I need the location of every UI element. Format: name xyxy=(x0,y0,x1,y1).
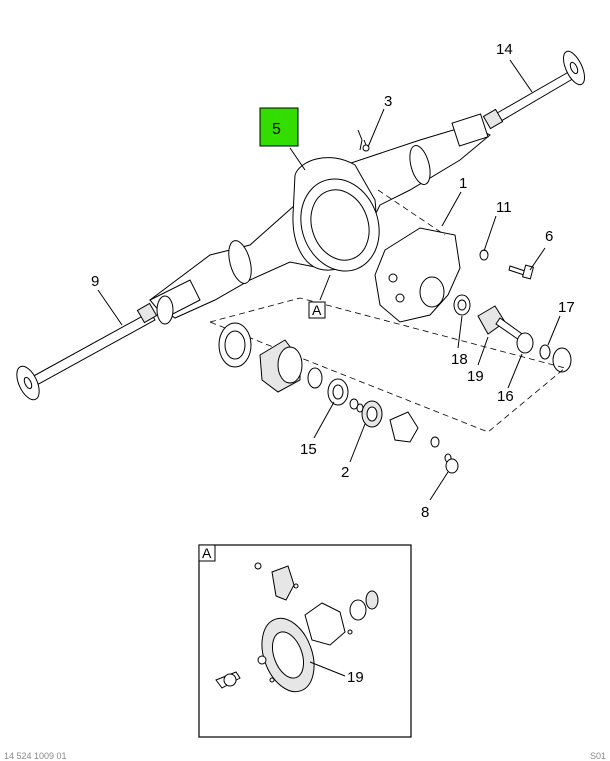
differential-carrier xyxy=(374,227,461,323)
detail-inset: A 19 xyxy=(198,544,412,738)
callout-16: 16 xyxy=(497,388,514,405)
pinion-bearing xyxy=(453,294,471,316)
alignment-line xyxy=(377,189,446,236)
bolt xyxy=(508,264,535,280)
left-axle-shaft xyxy=(16,302,158,401)
detail-small-parts xyxy=(254,562,379,646)
callout-9: 9 xyxy=(91,273,99,290)
nut xyxy=(444,453,459,474)
callout-19: 19 xyxy=(467,368,484,385)
callout-5-highlight xyxy=(259,107,299,147)
callout-5: 5 xyxy=(272,121,281,138)
callout-14: 14 xyxy=(496,41,513,58)
detail-ring-gear xyxy=(261,617,315,693)
callout-2: 2 xyxy=(341,464,349,481)
detail-spider xyxy=(215,655,275,689)
callout-18: 18 xyxy=(451,351,468,368)
breather-fitting xyxy=(357,129,370,152)
footer-left-code: 14 524 1009 01 xyxy=(4,751,67,761)
detail-marker-box xyxy=(308,301,326,319)
footer-right-code: S01 xyxy=(589,751,606,761)
bearing-cup xyxy=(361,400,383,428)
callout-3: 3 xyxy=(384,93,392,110)
washer xyxy=(479,249,489,261)
leader-lines xyxy=(97,59,561,501)
right-axle-shaft xyxy=(482,50,586,130)
detail-inset-label: A xyxy=(202,545,212,561)
side-bearing xyxy=(327,378,349,406)
callout-8: 8 xyxy=(421,504,429,521)
drive-pinion xyxy=(477,305,526,343)
callout-17: 17 xyxy=(558,299,575,316)
differential-case-half xyxy=(389,411,440,448)
callout-6: 6 xyxy=(545,228,553,245)
differential-case-parts xyxy=(218,322,323,393)
callout-1: 1 xyxy=(459,175,467,192)
detail-marker-letter: A xyxy=(312,302,322,318)
callout-15: 15 xyxy=(300,441,317,458)
outer-pinion-bearing xyxy=(516,332,534,354)
callout-19-detail: 19 xyxy=(347,669,364,686)
callout-11: 11 xyxy=(496,199,512,216)
thrust-washers xyxy=(349,398,364,413)
pinion-seal-and-flange xyxy=(539,344,572,373)
axle-housing xyxy=(149,113,491,325)
differential-group-outline xyxy=(209,297,566,433)
